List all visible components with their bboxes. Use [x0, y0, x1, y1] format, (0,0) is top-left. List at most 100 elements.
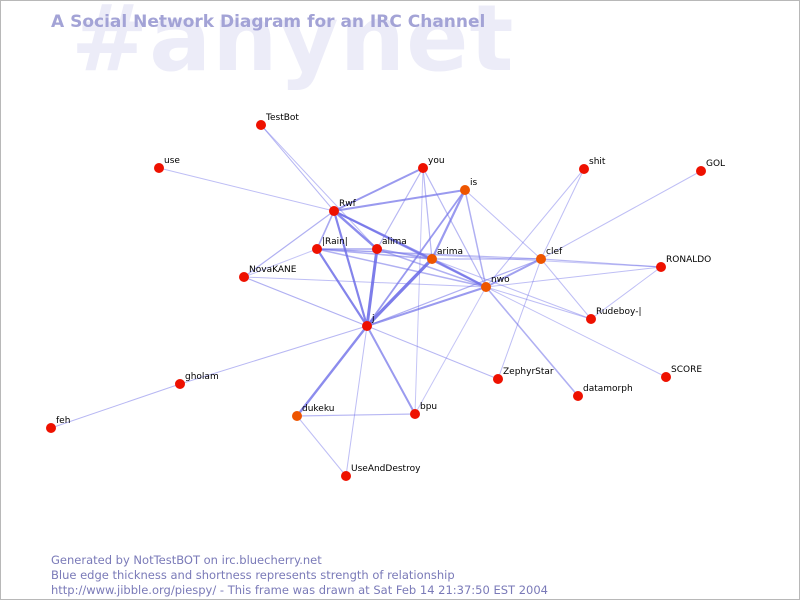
node-nwo[interactable]: nwo — [481, 275, 510, 292]
edge-nwo-bpu — [414, 286, 487, 415]
node-dot[interactable] — [579, 164, 589, 174]
node-dot[interactable] — [536, 254, 546, 264]
node-dot[interactable] — [656, 262, 666, 272]
node-label: you — [428, 156, 445, 166]
footer-link[interactable]: http://www.jibble.org/piespy/ - This fra… — [51, 583, 548, 597]
node-rudeboy[interactable]: Rudeboy-| — [586, 307, 641, 324]
node-dot[interactable] — [661, 372, 671, 382]
edge-rain-arima — [316, 248, 433, 260]
edge-j-clef — [366, 258, 542, 327]
node-bpu[interactable]: bpu — [410, 402, 437, 419]
node-shit[interactable]: shit — [579, 157, 606, 174]
node-label: alima — [382, 237, 407, 247]
node-ronaldo[interactable]: RONALDO — [656, 255, 711, 272]
node-dot[interactable] — [696, 166, 706, 176]
node-label: dukeku — [302, 404, 334, 414]
edge-rwf-use — [158, 167, 335, 212]
node-rwf[interactable]: Rwf — [329, 199, 357, 216]
node-dot[interactable] — [362, 321, 372, 331]
node-dot[interactable] — [256, 120, 266, 130]
diagram-title: A Social Network Diagram for an IRC Chan… — [51, 12, 486, 32]
node-arima[interactable]: arima — [427, 247, 463, 264]
node-label: feh — [56, 416, 70, 426]
edge-gholam-feh — [50, 383, 181, 429]
node-dot[interactable] — [312, 244, 322, 254]
edge-j-rwf — [332, 209, 369, 328]
edge-rwf-testbot — [260, 124, 335, 212]
node-dot[interactable] — [372, 244, 382, 254]
node-dot[interactable] — [418, 163, 428, 173]
edge-dukeku-useanddestroy — [296, 415, 347, 477]
node-dot[interactable] — [154, 163, 164, 173]
node-score[interactable]: SCORE — [661, 365, 702, 382]
node-label: gholam — [185, 372, 219, 382]
edge-clef-gol — [540, 170, 702, 260]
edge-testbot-alima — [260, 124, 378, 250]
node-label: nwo — [491, 275, 510, 285]
node-label: UseAndDestroy — [351, 464, 421, 474]
node-label: datamorph — [583, 384, 633, 394]
node-dot[interactable] — [573, 391, 583, 401]
edge-arima-you — [422, 167, 433, 260]
edge-rain-nwo — [316, 248, 487, 288]
node-dot[interactable] — [586, 314, 596, 324]
node-dot[interactable] — [410, 409, 420, 419]
edge-rudeboy-ronaldo — [590, 266, 662, 320]
edge-nwo-clef — [485, 258, 542, 288]
node-useanddestroy[interactable]: UseAndDestroy — [341, 464, 421, 481]
node-label: arima — [437, 247, 463, 257]
node-dot[interactable] — [460, 185, 470, 195]
edge-j-novakane — [243, 276, 368, 327]
node-dot[interactable] — [427, 254, 437, 264]
node-dot[interactable] — [481, 282, 491, 292]
node-dot[interactable] — [493, 374, 503, 384]
node-label: NovaKANE — [249, 265, 297, 275]
node-dot[interactable] — [239, 272, 249, 282]
edge-clef-zephyrstar — [497, 258, 542, 380]
node-alima[interactable]: alima — [372, 237, 407, 254]
channel-watermark: #anynet — [71, 0, 515, 92]
edge-nwo-shit — [485, 168, 585, 288]
footer-generated-by: Generated by NotTestBOT on irc.bluecherr… — [51, 553, 322, 567]
node-gholam[interactable]: gholam — [175, 372, 219, 389]
node-zephyrstar[interactable]: ZephyrStar — [493, 367, 554, 384]
node-datamorph[interactable]: datamorph — [573, 384, 633, 401]
node-dukeku[interactable]: dukeku — [292, 404, 334, 421]
edge-j-rain — [315, 247, 369, 328]
edge-j-dukeku — [295, 324, 369, 418]
node-dot[interactable] — [46, 423, 56, 433]
edge-rwf-rain — [316, 210, 335, 250]
edge-rain-clef — [316, 248, 542, 260]
node-label: j — [371, 314, 375, 324]
node-dot[interactable] — [175, 379, 185, 389]
edge-j-bpu — [366, 325, 416, 415]
node-use[interactable]: use — [154, 156, 180, 173]
node-testbot[interactable]: TestBot — [256, 113, 299, 130]
node-label: TestBot — [265, 113, 299, 123]
node-rain[interactable]: |Rain| — [312, 237, 348, 254]
node-is[interactable]: is — [460, 178, 478, 195]
node-feh[interactable]: feh — [46, 416, 70, 433]
node-dot[interactable] — [329, 206, 339, 216]
edge-arima-nwo — [430, 257, 488, 289]
node-clef[interactable]: clef — [536, 247, 563, 264]
node-label: is — [470, 178, 478, 188]
edge-rwf-is — [333, 189, 466, 212]
node-dot[interactable] — [292, 411, 302, 421]
edge-j-useanddestroy — [345, 325, 368, 477]
node-dot[interactable] — [341, 471, 351, 481]
node-novakane[interactable]: NovaKANE — [239, 265, 297, 282]
edge-arima-rudeboy — [431, 258, 592, 320]
node-j[interactable]: j — [362, 314, 375, 331]
edge-is-nwo — [464, 189, 487, 288]
edge-clef-shit — [540, 168, 585, 260]
node-you[interactable]: you — [418, 156, 445, 173]
edge-you-bpu — [414, 167, 424, 415]
edge-is-clef — [464, 189, 542, 260]
node-label: SCORE — [671, 365, 702, 375]
node-label: bpu — [420, 402, 437, 412]
node-label: RONALDO — [666, 255, 711, 265]
footer: Generated by NotTestBOT on irc.bluecherr… — [51, 553, 548, 598]
node-gol[interactable]: GOL — [696, 159, 725, 176]
